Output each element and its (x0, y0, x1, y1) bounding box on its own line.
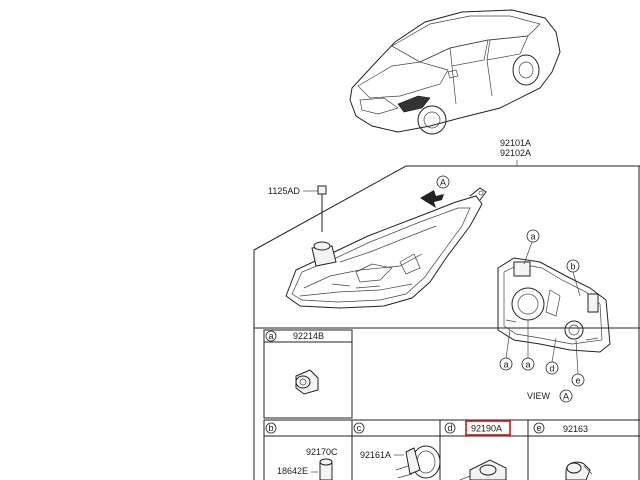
svg-text:a: a (268, 331, 273, 341)
table-cell-a: a 92214B (263, 329, 353, 419)
view-callout-a-top (526, 229, 540, 243)
svg-text:a: a (525, 360, 530, 370)
part-number-92161A: 92161A (360, 450, 391, 460)
connector-icon (459, 459, 507, 480)
view-caption: VIEW (527, 391, 551, 401)
assembly-part-number-1: 92101A (500, 138, 531, 148)
part-number-92214B: 92214B (293, 331, 324, 341)
part-number-18642E: 18642E (277, 466, 308, 476)
cell-key-a (265, 330, 277, 342)
cell-key-b (265, 422, 277, 434)
svg-text:b: b (570, 262, 575, 272)
table-cell-d: d 92190A (444, 420, 511, 480)
cell-key-d (444, 422, 456, 434)
cell-key-c (353, 422, 365, 434)
svg-text:d: d (549, 364, 554, 374)
part-number-92163: 92163 (563, 424, 588, 434)
grommet-icon (295, 369, 319, 395)
highlight-box (465, 420, 511, 436)
bolt-part-number: 1125AD (268, 186, 300, 196)
svg-text:a: a (530, 232, 535, 242)
rubber-cap-icon (565, 461, 593, 480)
part-number-92170C: 92170C (306, 447, 338, 457)
view-callout-a-left (499, 357, 513, 371)
svg-text:A: A (563, 392, 569, 402)
car-illustration (349, 9, 561, 135)
view-arrow-icon (420, 190, 444, 208)
svg-text:e: e (575, 376, 580, 386)
table-cell-b: b 92170C 18642E (265, 422, 338, 480)
socket-ring-icon (395, 445, 441, 479)
view-callout-d (545, 361, 559, 375)
assembly-frame (253, 165, 640, 251)
svg-text:d: d (447, 423, 452, 433)
table-cell-c: c 92161A (353, 422, 441, 479)
bolt-icon (317, 185, 327, 232)
view-caption-marker (559, 389, 573, 403)
headlamp-assembly (285, 187, 487, 309)
svg-text:c: c (357, 423, 362, 433)
cell-key-e (533, 422, 545, 434)
part-number-92190A: 92190A (471, 424, 502, 434)
svg-text:a: a (503, 360, 508, 370)
table-cell-e: e 92163 (533, 422, 593, 480)
view-marker-circle (436, 175, 450, 189)
svg-text:e: e (536, 423, 541, 433)
view-callout-a-mid (521, 357, 535, 371)
bulb-socket-icon (319, 458, 333, 480)
view-callout-b (566, 259, 580, 273)
rear-view-drawing (497, 257, 611, 353)
view-callout-e (571, 373, 585, 387)
assembly-part-number-2: 92102A (500, 148, 531, 158)
svg-text:b: b (268, 423, 273, 433)
view-marker-letter: A (440, 178, 446, 188)
